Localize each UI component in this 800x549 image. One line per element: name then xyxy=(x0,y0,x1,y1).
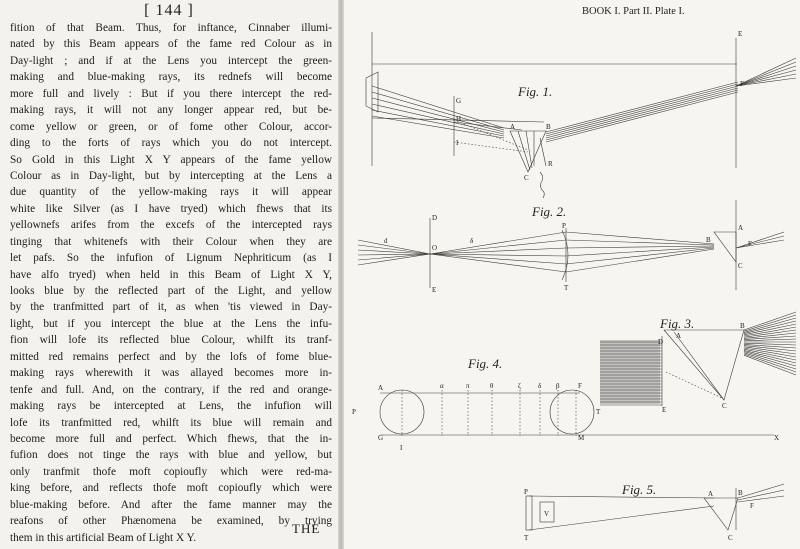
fig-3-label: Fig. 3. xyxy=(659,316,694,331)
fig-2-label: Fig. 2. xyxy=(531,204,566,219)
fig-2-point: P xyxy=(562,222,566,230)
right-page: BOOK I. Part II. Plate I. xyxy=(344,0,800,549)
text-line: let pafs. So the infufion of Lignum Neph… xyxy=(10,252,332,265)
plate-figures: Fig. 1. Fig. 2. Fig. 3. Fig. 4. Fig. 5. … xyxy=(352,30,797,542)
figure-3 xyxy=(600,311,797,406)
fig-4-point: T xyxy=(596,408,601,416)
fig-4-point: X xyxy=(774,434,779,442)
fig-2-point: O xyxy=(432,244,437,252)
text-line: making rays, it will not any longer appe… xyxy=(10,104,332,117)
fig-4-point: M xyxy=(578,434,585,442)
fig-3-point: A xyxy=(676,332,681,340)
fig-2-point: δ xyxy=(470,237,474,245)
fig-5-point: F xyxy=(750,502,754,510)
fig-4-point: ζ xyxy=(518,382,521,390)
page-number: [ 144 ] xyxy=(144,2,194,19)
fig-1-label: Fig. 1. xyxy=(517,84,552,99)
text-line: Colour as in Day-light, but by intercept… xyxy=(10,169,332,182)
fig-4-point: θ xyxy=(490,382,494,390)
fig-1-point: G xyxy=(456,97,461,105)
fig-2-point: B xyxy=(706,236,711,244)
text-line: light, but if you intercept the blue at … xyxy=(10,317,332,330)
figure-4 xyxy=(379,389,774,436)
text-line: by the tranfmitted part of it, as when '… xyxy=(10,301,332,314)
text-line: come yellow or green, or of fome other C… xyxy=(10,120,332,133)
fig-5-point: B xyxy=(738,489,743,497)
text-line: making rays wherewith it was allayed bec… xyxy=(10,367,332,380)
text-line: making and blue-making rays, its rednefs… xyxy=(10,71,332,84)
text-line: have alfo tryed) when held in this Beam … xyxy=(10,268,332,281)
fig-5-point: V xyxy=(544,510,549,518)
plate-header: BOOK I. Part II. Plate I. xyxy=(582,6,685,17)
text-line: white like Silver (as I have tryed) whic… xyxy=(10,202,332,215)
catchword: THE xyxy=(292,521,321,536)
fig-2-point: C xyxy=(738,262,743,270)
text-line: king before, and reflects thofe moft cop… xyxy=(10,482,332,495)
fig-1-point: E xyxy=(738,30,742,38)
fig-2-point: T xyxy=(564,284,569,292)
figure-2 xyxy=(357,200,785,290)
fig-1-point: C xyxy=(524,174,529,182)
fig-4-point: α xyxy=(440,382,444,390)
fig-1-point: B xyxy=(546,123,551,131)
text-line: making rays be intercepted at Lens, the … xyxy=(10,400,332,413)
text-line: due quantity of the yellow-making rays i… xyxy=(10,186,332,199)
book-gutter xyxy=(338,0,344,549)
text-line: only tranfmit thofe moft copioufly which… xyxy=(10,465,332,478)
text-line: nated by this Beam appears of the fame r… xyxy=(10,38,332,51)
text-line: fition of that Beam. Thus, for inftance,… xyxy=(10,22,332,34)
fig-1-point: A xyxy=(510,123,515,131)
text-line: tenfe and full. And, on the contrary, if… xyxy=(10,383,332,396)
fig-1-point: I xyxy=(456,139,459,147)
fig-1-point: F xyxy=(740,80,744,88)
text-line: reafons of other Phænomena be examined, … xyxy=(10,515,332,528)
text-line: yellownefs arifes from the excefs of the… xyxy=(10,219,332,232)
fig-1-point: R xyxy=(548,160,553,168)
fig-4-point: A xyxy=(378,384,383,392)
fig-3-point: E xyxy=(662,406,666,414)
text-line: fion will lofe its reflected blue Colour… xyxy=(10,334,332,347)
text-line: mitted red remains perfect and by the lo… xyxy=(10,350,332,363)
fig-2-point: E xyxy=(432,286,436,294)
text-line: looks blue by the reflected part of the … xyxy=(10,285,332,297)
text-line: lofe its tranfmitted red, whilft its blu… xyxy=(10,416,332,429)
text-line: blue-making before. And after the fame m… xyxy=(10,498,332,511)
fig-5-point: C xyxy=(728,534,733,542)
fig-4-point: P xyxy=(352,408,356,416)
fig-2-point: D xyxy=(432,214,437,222)
text-line: ding to the forts of rays which you do n… xyxy=(10,137,332,150)
figure-1 xyxy=(365,32,797,199)
text-line: So Gold in this Light X Y appears of the… xyxy=(10,153,332,166)
text-line: become more full and perfect. Which fhew… xyxy=(10,432,332,445)
fig-4-point: δ xyxy=(538,382,542,390)
text-line: more full and lively : But if you there … xyxy=(10,87,332,100)
fig-4-point: F xyxy=(578,382,582,390)
figure-5 xyxy=(525,483,785,531)
text-line: fufion does not tinge the rays with blue… xyxy=(10,449,332,462)
text-line: tinging that whitenefs with their Colour… xyxy=(10,235,332,248)
fig-4-point: π xyxy=(466,382,470,390)
fig-5-point: T xyxy=(524,534,529,542)
fig-4-point: I xyxy=(400,444,403,452)
left-page: [ 144 ] fition of that Beam. Thus, for i… xyxy=(0,0,338,549)
fig-3-point: B xyxy=(740,322,745,330)
text-line: Day-light ; and if at the Lens you inter… xyxy=(10,54,332,67)
fig-5-point: P xyxy=(524,488,528,496)
fig-2-point: F xyxy=(748,240,752,248)
fig-3-point: D xyxy=(658,338,663,346)
fig-1-point: H xyxy=(456,115,461,123)
fig-3-point: C xyxy=(722,402,727,410)
fig-2-point: d xyxy=(384,237,388,245)
text-line: them in this artificial Beam of Light X … xyxy=(10,531,197,544)
body-text: fition of that Beam. Thus, for inftance,… xyxy=(10,20,332,546)
fig-4-point: β xyxy=(556,382,560,390)
fig-2-point: A xyxy=(738,224,743,232)
fig-5-point: A xyxy=(708,490,713,498)
fig-4-label: Fig. 4. xyxy=(467,356,502,371)
fig-5-label: Fig. 5. xyxy=(621,482,656,497)
fig-4-point: G xyxy=(378,434,383,442)
